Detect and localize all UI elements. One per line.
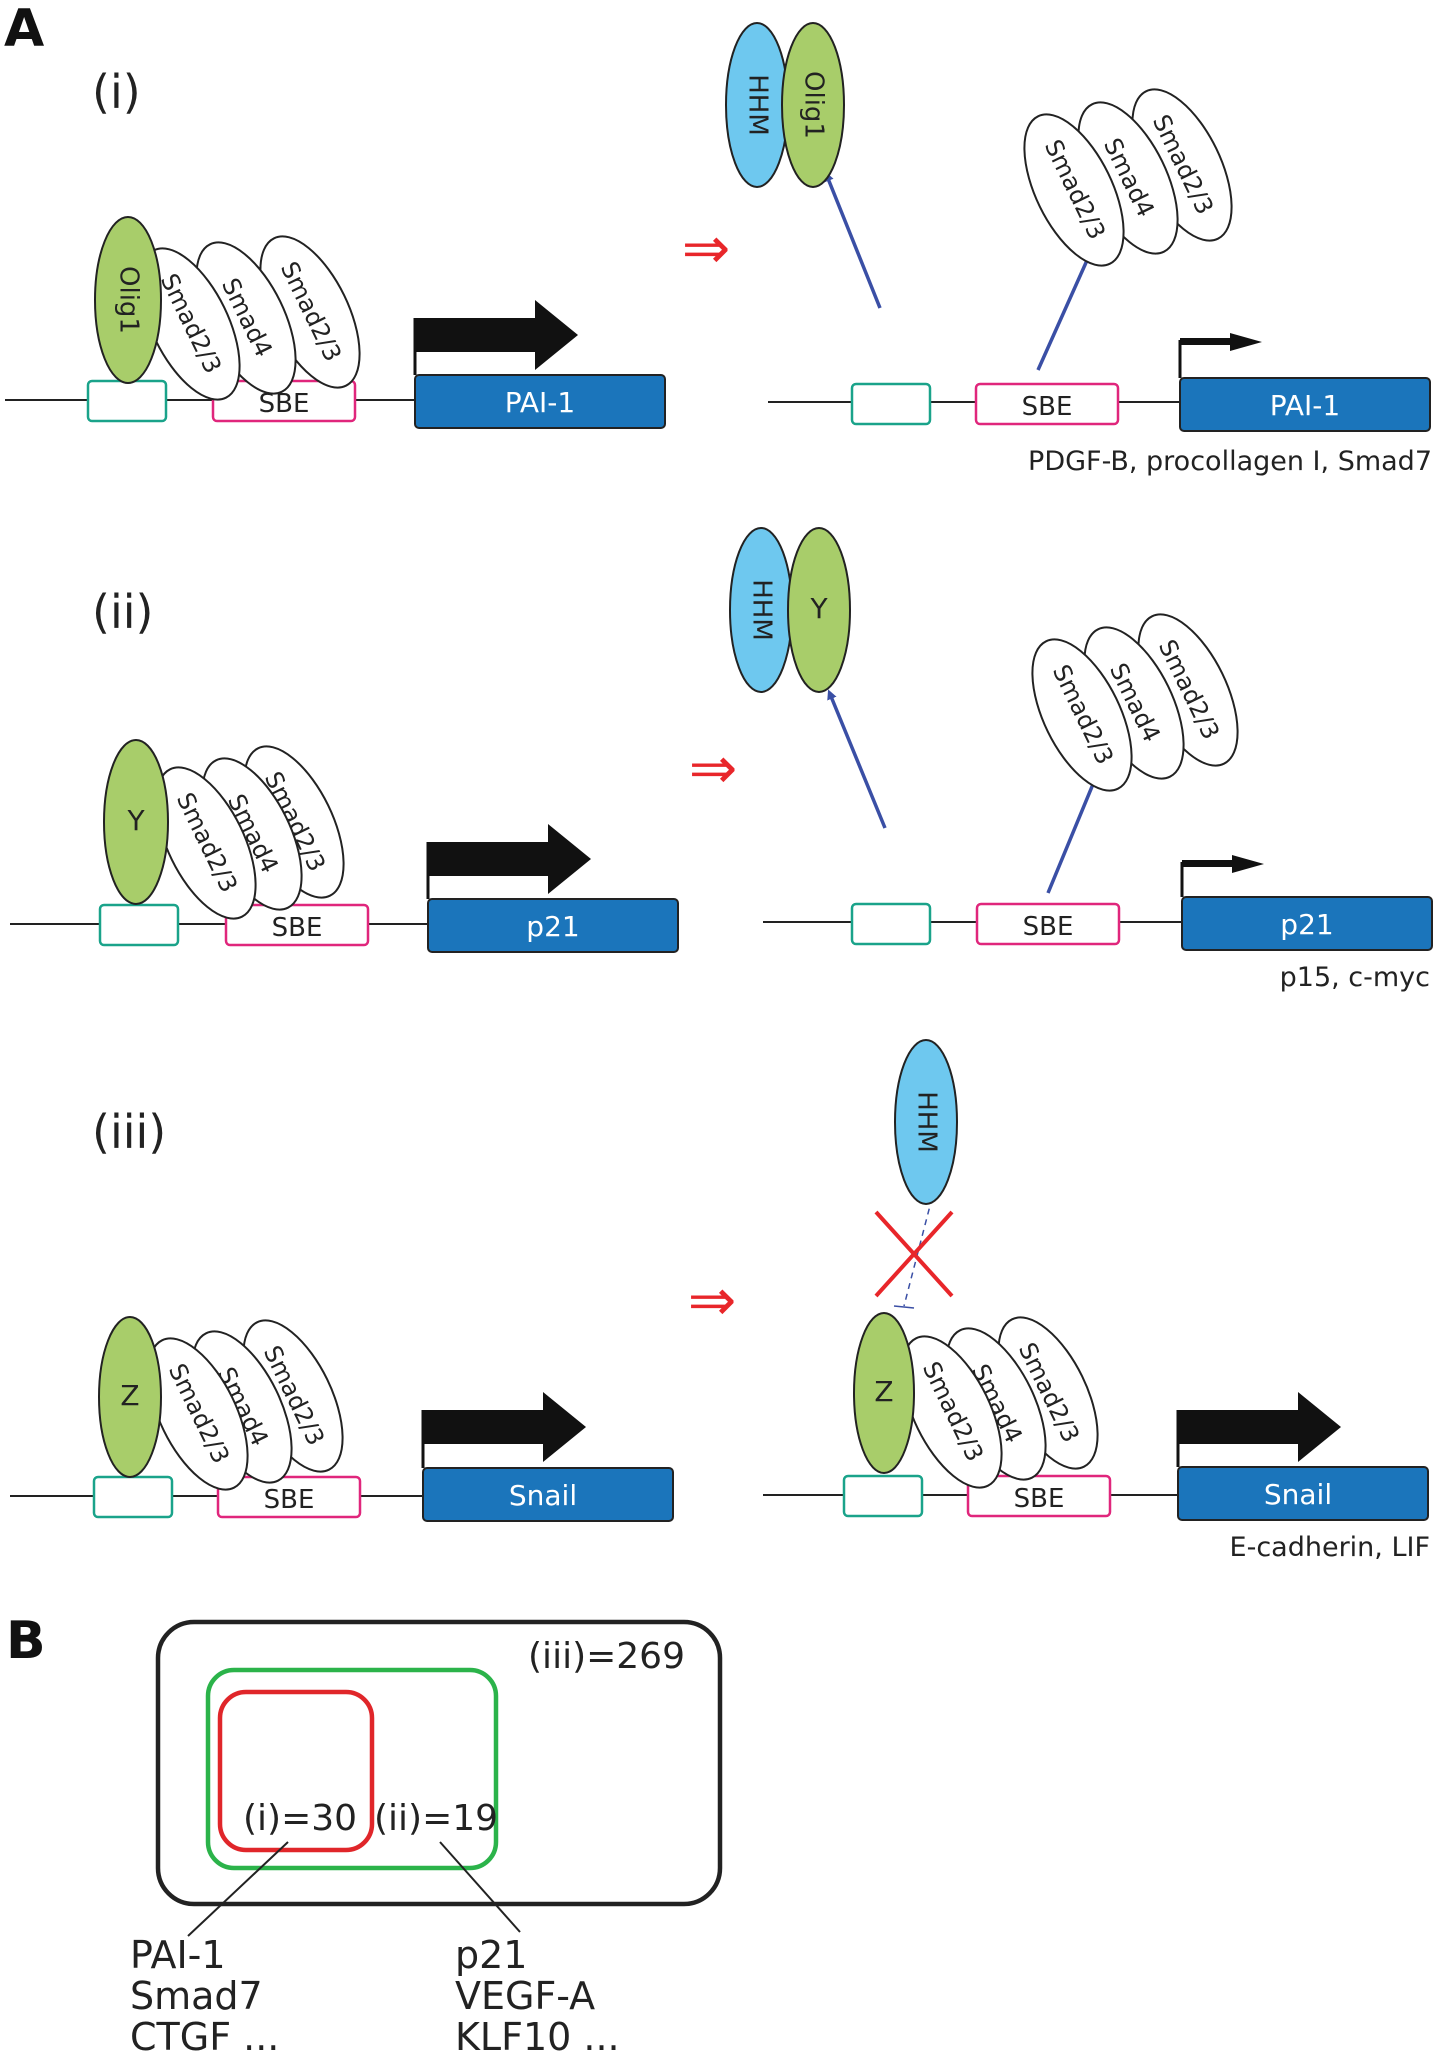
partner-y-label: Y: [126, 804, 145, 837]
gene-label: PAI-1: [1270, 389, 1340, 422]
gene-box: [1177, 1466, 1429, 1521]
sbe-box: [216, 1475, 362, 1519]
hhm-label: HHM: [912, 1091, 942, 1153]
sbe-label: SBE: [259, 389, 310, 419]
sbe-label: SBE: [272, 913, 323, 943]
gene-label: p21: [1280, 908, 1333, 941]
sbe-box: [974, 382, 1120, 426]
list-ii-item: VEGF-A: [455, 1974, 595, 2018]
partner-z-label: Z: [120, 1379, 139, 1412]
set-ii-label: (ii)=19: [374, 1798, 498, 1839]
gene-box: [427, 898, 679, 953]
transcription-arrow-strong: [413, 300, 578, 375]
hhm-ellipse: [894, 1039, 958, 1205]
sbe-label: SBE: [1014, 1484, 1065, 1514]
target-genes-label: PDGF-B, procollagen I, Smad7: [1028, 446, 1432, 477]
partner-z-ellipse: [98, 1316, 162, 1478]
list-i-item: PAI-1: [130, 1933, 226, 1977]
binding-site-box: [92, 1475, 174, 1519]
blue-arrow: [824, 171, 882, 309]
red-implies-arrow: ⇒: [689, 734, 738, 802]
partner-z-ellipse: [853, 1312, 915, 1474]
smad-ellipse: [155, 766, 257, 920]
gene-box: [1179, 377, 1431, 432]
list-i-item: Smad7: [130, 1974, 263, 2018]
row-iii: (iii) SBE Smad2/3 Smad4 Smad2/3 Z Snail …: [10, 1039, 1430, 1563]
olig1-ellipse: [781, 22, 845, 188]
set-iii-label: (iii)=269: [528, 1636, 685, 1677]
panel-b: B (iii)=269 (i)=30 (ii)=19 PAI-1 Smad7 C…: [6, 1611, 723, 2056]
gene-label: Snail: [509, 1479, 577, 1512]
sbe-box: [966, 1474, 1112, 1518]
transcription-arrow-weak: [1180, 855, 1264, 897]
binding-site-box: [98, 903, 180, 947]
panel-b-label: B: [6, 1611, 46, 1671]
set-i-label: (i)=30: [243, 1798, 357, 1839]
hhm-label: HHM: [743, 74, 773, 136]
leader-line-i: [187, 1841, 289, 1937]
smad-ellipse: [147, 1337, 249, 1491]
row-iii-label: (iii): [92, 1105, 166, 1159]
target-genes-label: E-cadherin, LIF: [1230, 1532, 1430, 1563]
target-genes-label: p15, c-myc: [1280, 962, 1430, 993]
gene-box: [422, 1467, 674, 1522]
leader-line-ii: [439, 1841, 521, 1933]
red-implies-arrow: ⇒: [688, 1266, 737, 1334]
set-ii-box: [205, 1667, 499, 1871]
transcription-arrow-strong: [1176, 1392, 1341, 1467]
olig1-label: Olig1: [114, 266, 144, 334]
binding-site-box: [850, 382, 932, 426]
smad-ellipse: [1023, 113, 1125, 267]
panel-a-label: A: [4, 0, 44, 59]
transcription-arrow-weak: [1178, 333, 1262, 378]
sbe-label: SBE: [1023, 912, 1074, 942]
gene-box: [1181, 896, 1433, 951]
transcription-arrow-strong: [426, 824, 591, 899]
olig1-label: Olig1: [799, 71, 829, 139]
list-i-item: CTGF ...: [130, 2015, 279, 2056]
partner-y-label: Y: [809, 592, 828, 625]
blue-arrow: [827, 689, 887, 829]
list-ii-item: KLF10 ...: [455, 2015, 620, 2056]
row-i: (i) SBE Smad2/3 Smad4 Smad2/3 Olig1 PAI-…: [5, 22, 1432, 477]
transcription-arrow-strong: [421, 1392, 586, 1468]
olig1-ellipse: [94, 216, 162, 384]
sbe-box: [224, 903, 370, 947]
partner-z-label: Z: [874, 1375, 893, 1408]
list-ii-item: p21: [455, 1933, 527, 1977]
sbe-label: SBE: [1022, 392, 1073, 422]
smad-ellipse: [1031, 638, 1133, 792]
sbe-box: [975, 902, 1121, 946]
gene-box: [414, 374, 666, 429]
sbe-label: SBE: [264, 1485, 315, 1515]
blocked-interaction-tick: [893, 1305, 915, 1309]
gene-label: p21: [526, 910, 579, 943]
partner-y-ellipse: [787, 527, 851, 693]
row-ii: (ii) SBE Smad2/3 Smad4 Smad2/3 Y p21 ⇒: [10, 527, 1433, 993]
red-cross-icon: [874, 1210, 954, 1298]
gene-label: PAI-1: [505, 386, 575, 419]
binding-site-box: [850, 902, 932, 946]
row-ii-label: (ii): [92, 585, 153, 639]
row-i-label: (i): [92, 65, 141, 119]
binding-site-box: [842, 1474, 924, 1518]
set-iii-box: [155, 1619, 723, 1907]
hhm-label: HHM: [747, 579, 777, 641]
binding-site-box: [86, 379, 168, 423]
set-i-box: [217, 1689, 375, 1853]
smad-ellipse: [901, 1335, 1003, 1489]
gene-label: Snail: [1264, 1478, 1332, 1511]
red-implies-arrow: ⇒: [682, 214, 731, 282]
partner-y-ellipse: [103, 739, 169, 905]
